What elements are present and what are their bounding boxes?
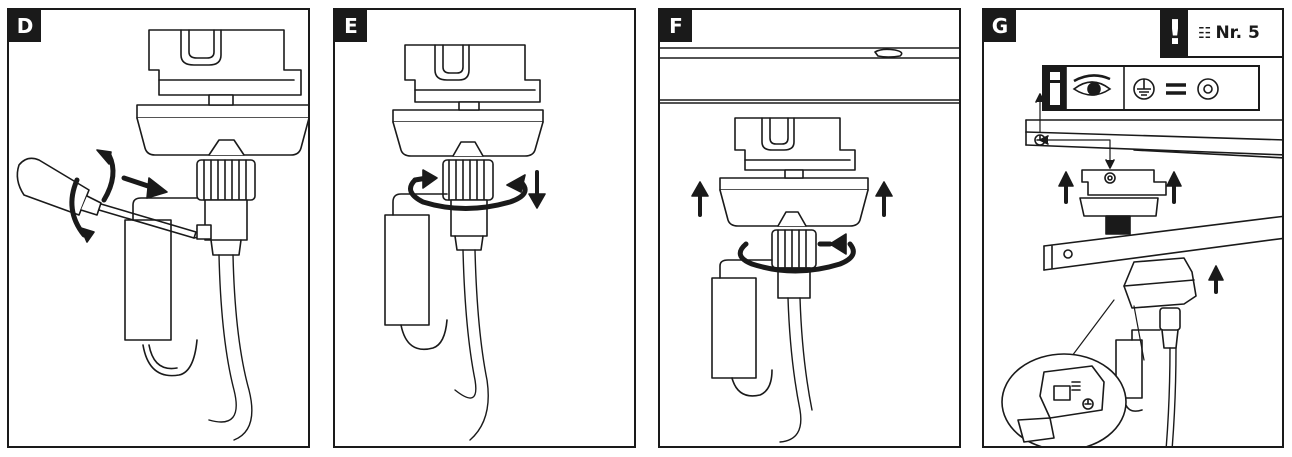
track-rail-upper [1025,119,1282,159]
illustration-d [16,29,308,441]
step-label-g: G [984,10,1016,42]
info-icon [1044,67,1067,109]
driver-box [711,259,773,397]
ring-symbol-icon [1197,78,1219,100]
eye-icon [1072,74,1112,96]
warning-icon: ! [1162,10,1188,56]
driver-box [384,193,448,350]
strain-relief-nut [196,139,256,256]
info-box [1042,65,1260,111]
panel-f: F [658,8,961,448]
driver-box [124,197,198,377]
equals-icon [1166,83,1186,95]
illustration-f [660,47,959,443]
power-cable [1165,347,1171,446]
track-adapter-body [719,117,869,227]
illustration-e [384,44,546,441]
rotate-arrow [69,177,87,238]
track-adapter-body [136,29,308,156]
illustration-g [1001,93,1282,446]
rotate-arrow [737,241,856,274]
strain-relief-nut [442,141,494,251]
track-adapter-small [1079,169,1167,235]
rotate-arrow [408,177,528,211]
step-label-e: E [335,10,367,42]
earth-symbol-icon [1133,78,1155,100]
power-cable [779,297,802,443]
reference-number: Nr. 5 [1215,23,1260,43]
track-rail [660,47,959,104]
up-arrows [1058,171,1224,294]
step-label-d: D [9,10,41,42]
power-cable [454,249,477,399]
reference-box: ! ☷ Nr. 5 [1160,10,1282,58]
track-rail-lower [1043,215,1282,271]
step-label-f: F [660,10,692,42]
track-adapter-body [392,44,544,157]
power-cable [208,254,237,423]
track-adapter-lower [1123,257,1197,349]
panel-e: E [333,8,636,448]
document-icon: ☷ [1198,24,1212,42]
panel-d: D [7,8,310,448]
panel-g: G ! ☷ Nr. 5 [982,8,1284,448]
magnifier-detail [1001,299,1145,446]
up-arrows [691,181,893,217]
